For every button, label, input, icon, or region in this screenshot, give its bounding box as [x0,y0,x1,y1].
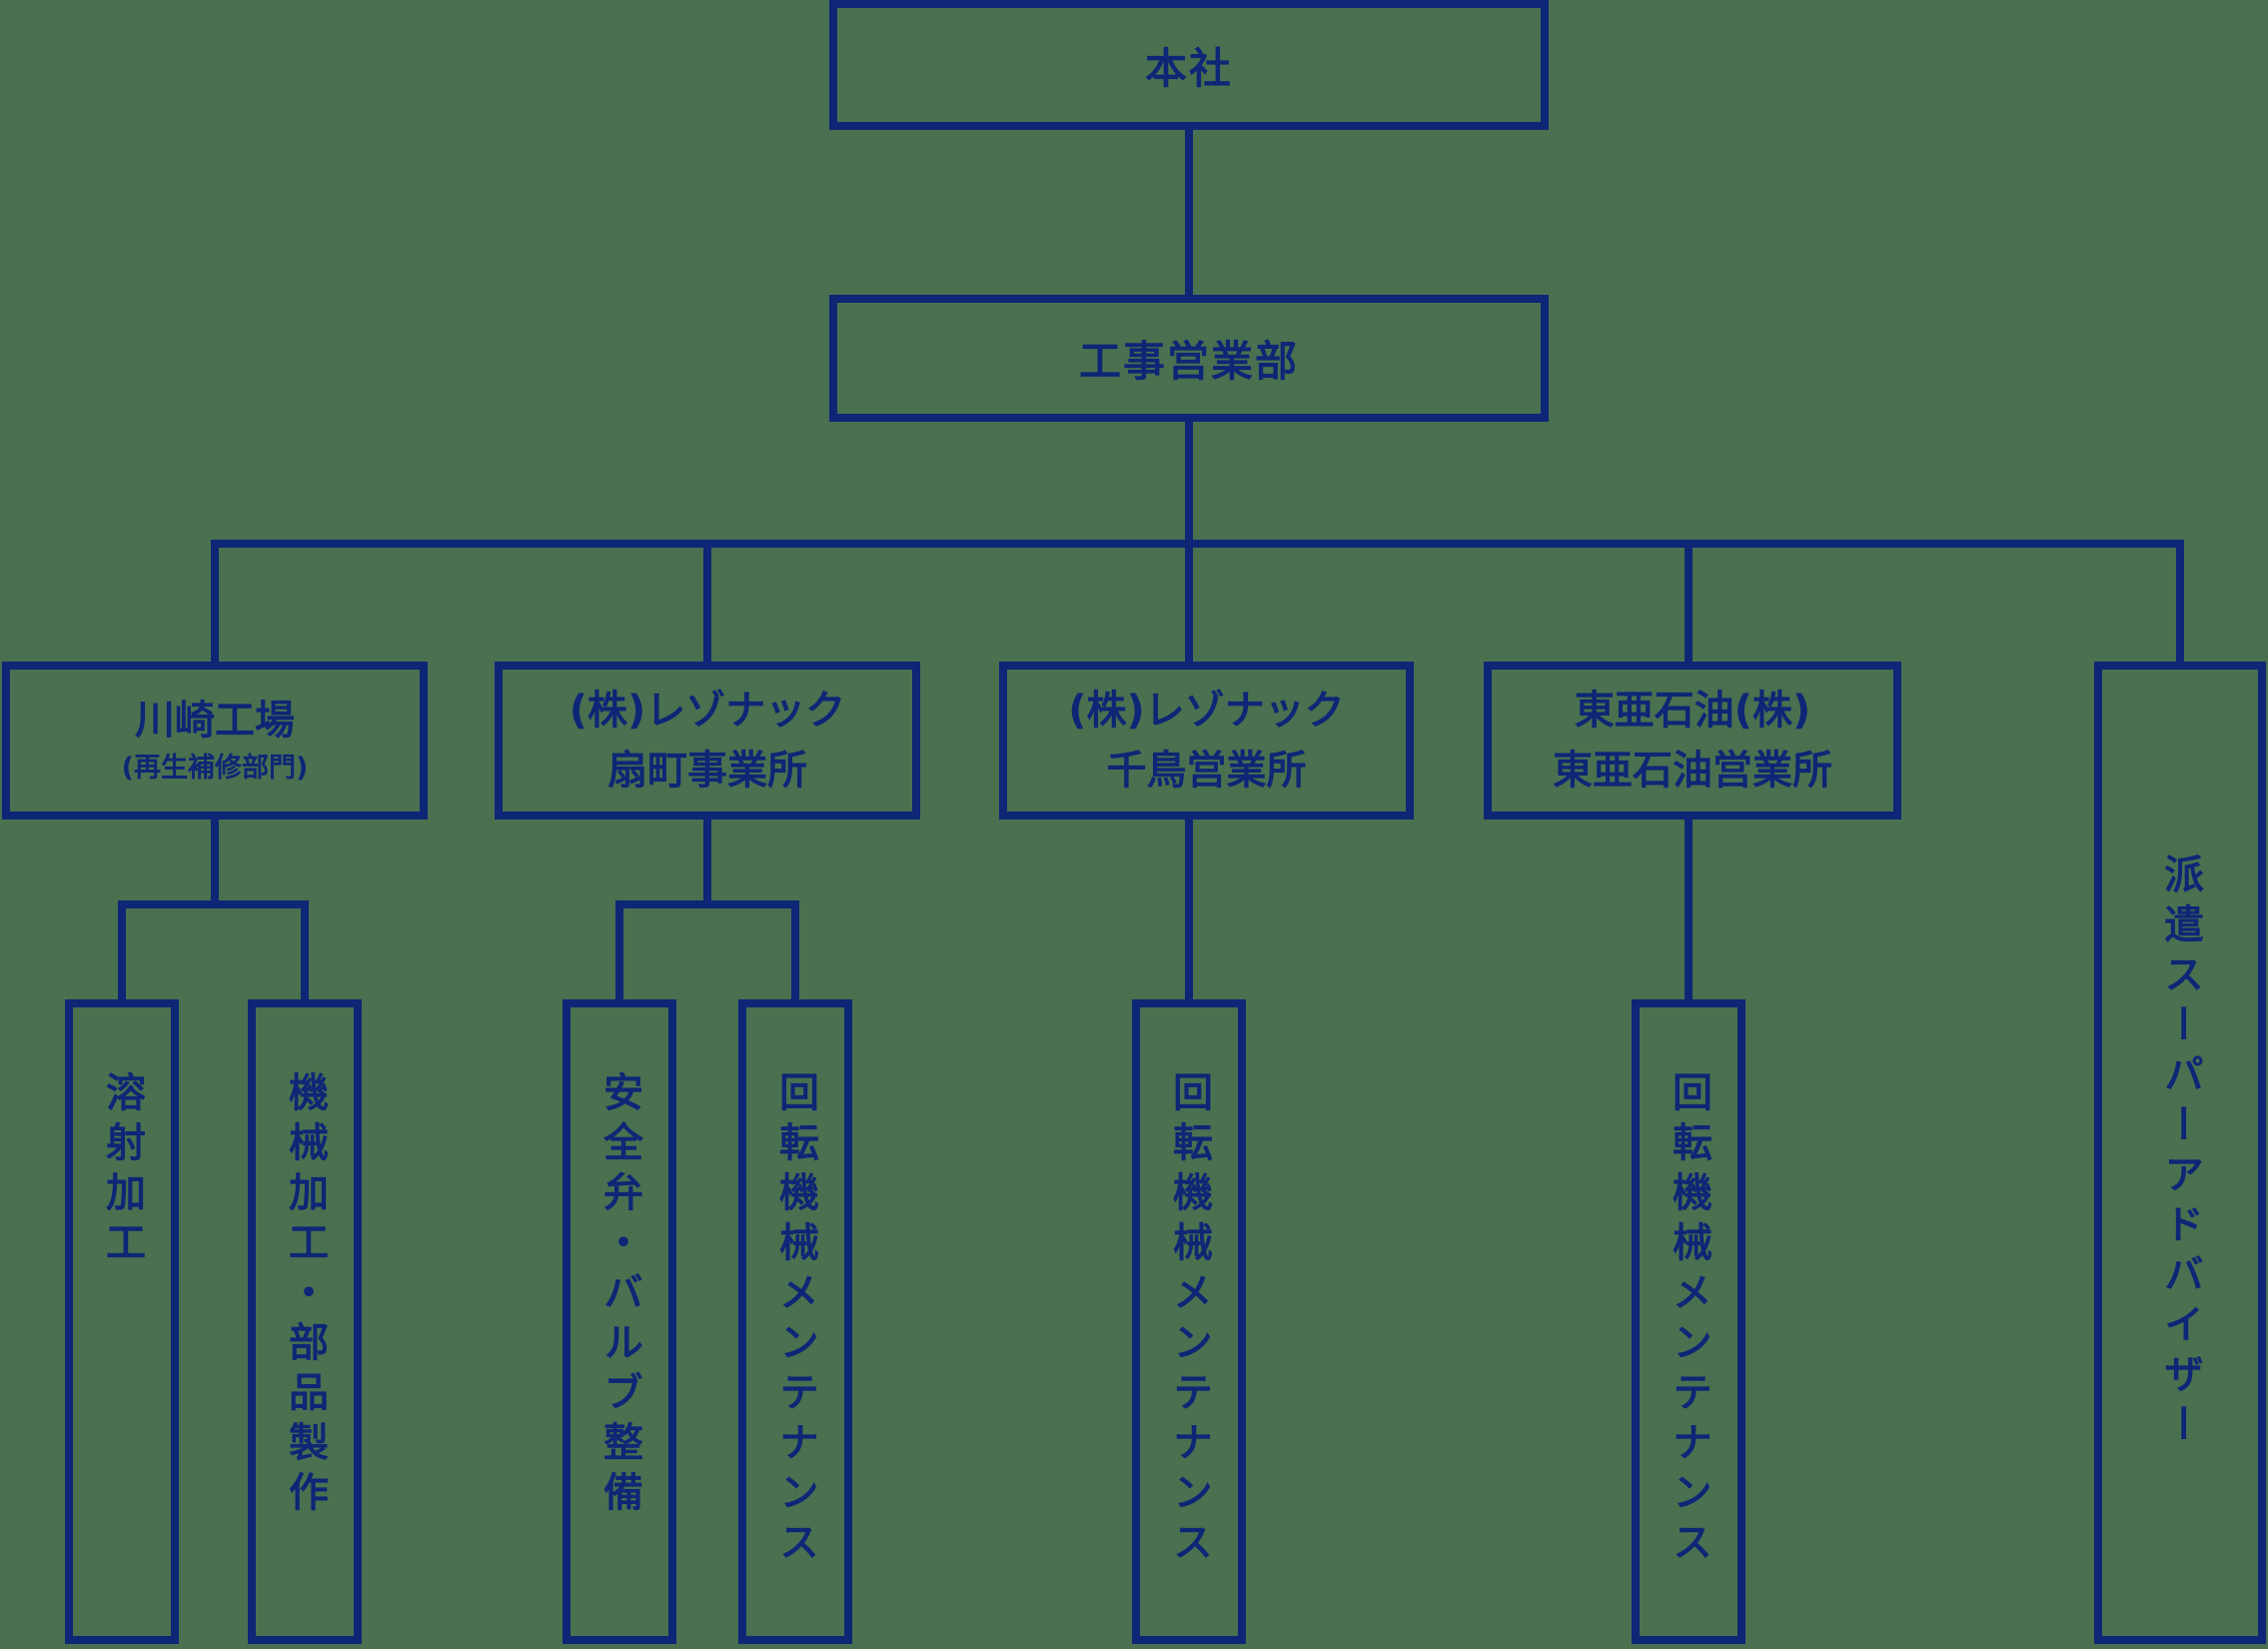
connector-toa-oil-stem [1685,820,1693,1007]
connector-drop-ogimachi [703,540,711,666]
node-head-office: 本社 [829,0,1549,130]
connector-rail [211,540,2184,548]
node-kawasaki-plant: 川崎工場 (再生補修部門) [2,662,428,820]
node-resonac-chidori-site: 千鳥営業所 [1106,748,1307,794]
node-thermal-spray-processing-label: 溶射加工 [99,1071,145,1271]
connector-head-to-department [1185,130,1193,295]
node-dispatch-super-advisor: 派遣スーパーアドバイザー [2094,662,2266,1644]
connector-drop-chidori [1185,540,1193,666]
node-head-office-label: 本社 [1144,43,1233,93]
node-kawasaki-plant-name: 川崎工場 [135,697,295,744]
node-kawasaki-plant-subtitle: (再生補修部門) [121,752,309,784]
node-thermal-spray-processing: 溶射加工 [65,999,179,1644]
node-safety-valve-maintenance: 安全弁・バルブ整備 [563,999,676,1644]
node-rotating-machinery-maintenance-toa: 回転機械メンテナンス [1632,999,1745,1644]
node-machining-parts-production: 機械加工・部品製作 [248,999,362,1644]
connector-kawasaki-drop-right [301,900,309,1007]
node-rotating-machinery-maintenance-chidori-label: 回転機械メンテナンス [1166,1071,1212,1571]
node-resonac-chidori-company: (株)レゾナック [1068,688,1345,734]
node-construction-sales-department: 工事営業部 [829,295,1549,422]
connector-chidori-stem [1185,815,1193,1007]
connector-kawasaki-rail [118,900,309,908]
node-safety-valve-maintenance-label: 安全弁・バルブ整備 [596,1071,642,1521]
node-rotating-machinery-maintenance-toa-label: 回転機械メンテナンス [1666,1071,1711,1571]
connector-kawasaki-stem [211,815,219,908]
node-construction-sales-department-label: 工事営業部 [1078,337,1299,386]
connector-drop-toa-oil [1685,540,1693,666]
connector-kawasaki-drop-left [118,900,126,1007]
node-resonac-ogimachi: (株)レゾナック 扇町事業所 [495,662,920,820]
node-toa-oil-company: 東亜石油(株) [1574,688,1811,734]
node-rotating-machinery-maintenance-ogimachi: 回転機械メンテナンス [738,999,852,1644]
node-resonac-chidori: (株)レゾナック 千鳥営業所 [999,662,1414,820]
node-dispatch-super-advisor-label: 派遣スーパーアドバイザー [2157,852,2203,1453]
connector-ogimachi-drop-left [615,900,623,1007]
node-rotating-machinery-maintenance-ogimachi-label: 回転機械メンテナンス [772,1071,818,1571]
node-toa-oil-site: 東亜石油営業所 [1553,748,1832,794]
connector-drop-kawasaki [211,540,219,666]
node-rotating-machinery-maintenance-chidori: 回転機械メンテナンス [1132,999,1246,1644]
connector-drop-dispatch-advisor [2176,540,2184,666]
node-resonac-ogimachi-company: (株)レゾナック [568,688,846,734]
node-resonac-ogimachi-site: 扇町事業所 [607,748,807,794]
connector-ogimachi-stem [703,815,711,908]
connector-department-to-rail [1185,422,1193,548]
connector-ogimachi-drop-right [791,900,799,1007]
connector-ogimachi-rail [615,900,799,908]
node-toa-oil: 東亜石油(株) 東亜石油営業所 [1484,662,1901,820]
node-machining-parts-production-label: 機械加工・部品製作 [282,1071,328,1521]
